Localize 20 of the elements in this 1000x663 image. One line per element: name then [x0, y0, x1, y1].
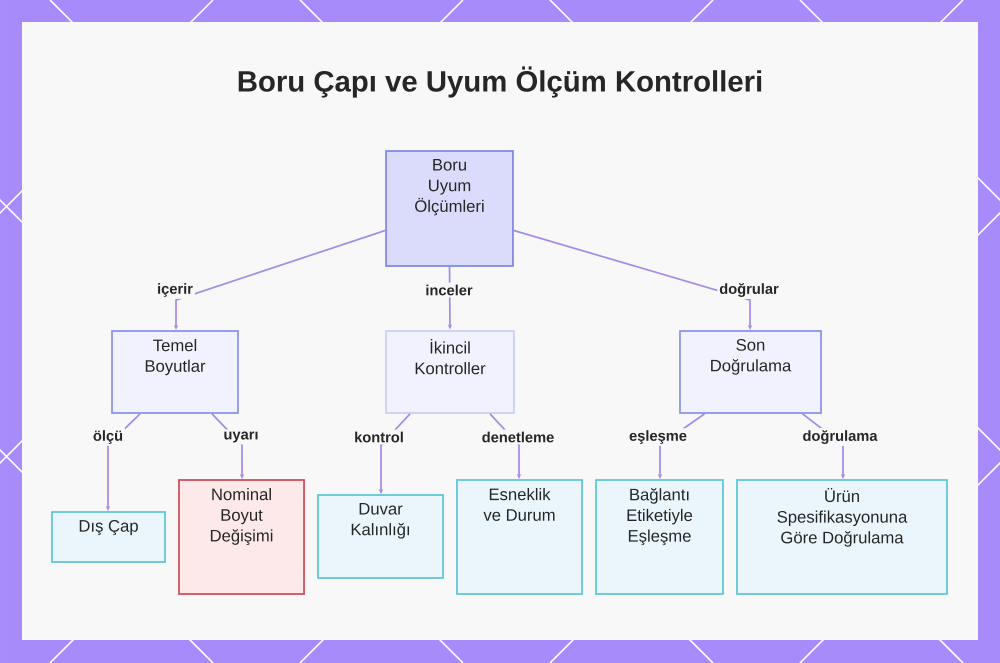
title: Boru Çapı ve Uyum Ölçüm Kontrolleri: [238, 66, 762, 98]
edge-label: ölçü: [90, 428, 126, 446]
edge-label: doğrular: [717, 281, 781, 299]
root-box: Boru Uyum Ölçümleri: [385, 150, 514, 267]
process-box: Ürün Spesifikasyonuna Göre Doğrulama: [736, 479, 948, 595]
process-box: Dış Çap: [51, 511, 166, 563]
process-box: İkincil Kontroller: [385, 330, 515, 414]
edge-label: içerir: [155, 281, 195, 299]
process-box: Son Doğrulama: [679, 330, 822, 414]
edge-label: doğrulama: [800, 428, 880, 446]
edge-label: denetleme: [480, 430, 556, 444]
edge-label: eşleşme: [627, 428, 689, 446]
process-box: Bağlantı Etiketiyle Eşleşme: [595, 479, 724, 595]
process-box: Duvar Kalınlığı: [317, 494, 444, 579]
warning-box: Nominal Boyut Değişimi: [178, 479, 305, 595]
edge-label: uyarı: [221, 430, 261, 444]
edge-label: inceler: [423, 282, 475, 298]
edge-label: kontrol: [352, 430, 406, 444]
process-box: Esneklik ve Durum: [456, 479, 583, 595]
process-box: Temel Boyutlar: [111, 330, 239, 414]
